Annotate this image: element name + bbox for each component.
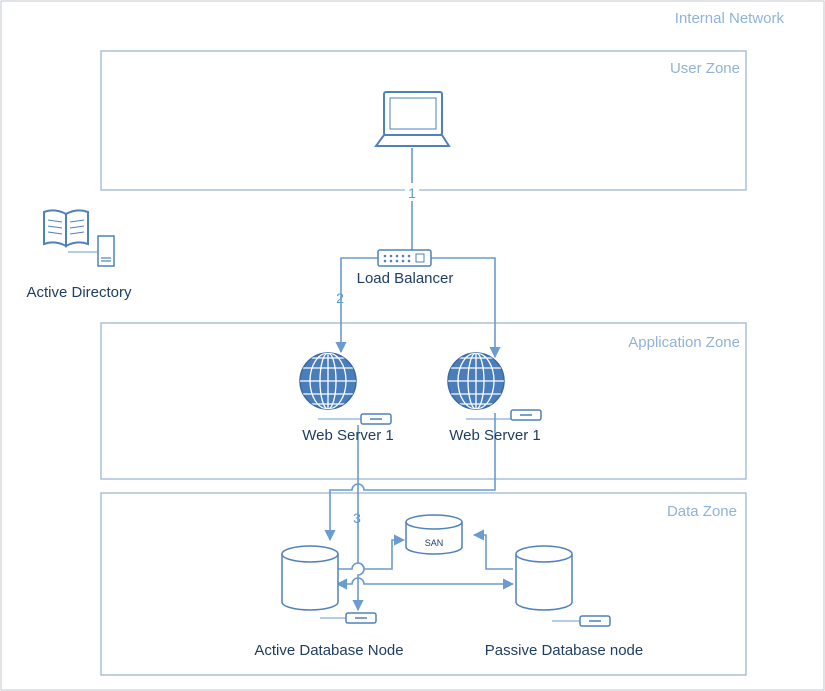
globe-icon [299, 352, 357, 410]
step-3: 3 [353, 510, 361, 526]
server-unit-icon [466, 409, 542, 421]
application-zone-label: Application Zone [628, 334, 740, 351]
load-balancer-label: Load Balancer [357, 270, 454, 287]
step-2: 2 [336, 290, 344, 306]
active-database-icon [281, 545, 339, 611]
san-storage-icon [405, 514, 463, 555]
svg-text:1: 1 [408, 185, 416, 201]
user-zone [100, 50, 747, 191]
book-icon [43, 209, 89, 248]
connector-replication [335, 577, 515, 590]
active-directory-label: Active Directory [26, 284, 132, 301]
web-server-2-label: Web Server 1 [449, 427, 540, 444]
passive-database-icon [515, 545, 573, 611]
load-balancer-icon [377, 249, 432, 267]
laptop-icon [374, 91, 451, 147]
web-server-1-label: Web Server 1 [302, 427, 393, 444]
server-unit-icon [320, 612, 377, 624]
user-zone-label: User Zone [670, 60, 740, 77]
data-zone [100, 492, 747, 676]
internal-network-label: Internal Network [675, 10, 785, 27]
connector-lb-web1 [335, 257, 378, 354]
san-label: SAN [425, 538, 444, 548]
passive-db-label: Passive Database node [485, 642, 643, 659]
server-unit-icon [318, 413, 392, 425]
active-db-label: Active Database Node [254, 642, 403, 659]
connector-activedb-san [337, 534, 406, 570]
application-zone [100, 322, 747, 480]
connectors [324, 148, 515, 612]
server-unit-icon [552, 615, 611, 627]
connector-lb-web2 [431, 257, 501, 359]
step-1: 1 [405, 183, 419, 201]
globe-icon [447, 352, 505, 410]
data-zone-label: Data Zone [667, 503, 737, 520]
connector-passivedb-san [472, 529, 513, 570]
server-tower-icon [68, 235, 115, 267]
